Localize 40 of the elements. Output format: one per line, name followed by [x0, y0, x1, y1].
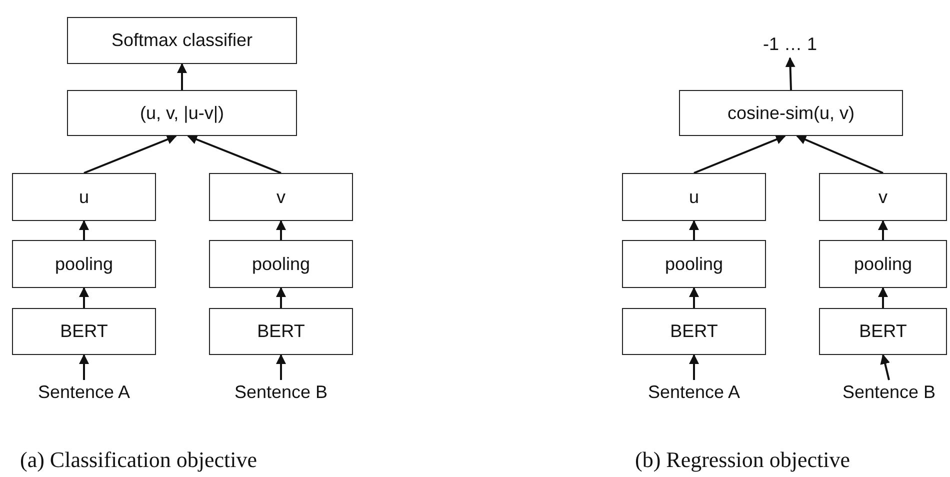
arrow: [79, 220, 89, 240]
input-text: Sentence A: [22, 378, 146, 406]
layer-box: (u, v, |u-v|): [67, 90, 297, 136]
figure-caption: (a) Classification objective: [20, 447, 258, 473]
arrow: [79, 354, 89, 380]
arrow: [276, 220, 286, 240]
arrow: [177, 63, 187, 90]
layer-box: pooling: [209, 240, 353, 288]
arrow: [276, 354, 286, 380]
layer-box: cosine-sim(u, v): [679, 90, 903, 136]
layer-box: BERT: [622, 308, 766, 355]
arrow: [84, 134, 177, 174]
layer-box: pooling: [622, 240, 766, 288]
arrow: [880, 354, 890, 380]
layer-box: BERT: [12, 308, 156, 355]
input-text: Sentence B: [219, 378, 343, 406]
layer-box: pooling: [819, 240, 947, 288]
arrow: [878, 287, 888, 308]
arrow: [79, 287, 89, 308]
layer-box: BERT: [209, 308, 353, 355]
layer-box: Softmax classifier: [67, 17, 297, 64]
input-text: Sentence A: [632, 378, 756, 406]
layer-box: BERT: [819, 308, 947, 355]
arrow: [276, 287, 286, 308]
arrow: [878, 220, 888, 240]
arrow: [796, 134, 884, 174]
arrow: [785, 57, 796, 90]
input-text: Sentence B: [819, 378, 950, 406]
layer-box: pooling: [12, 240, 156, 288]
layer-box: u: [622, 173, 766, 221]
figure-caption: (b) Regression objective: [635, 447, 850, 473]
input-text: -1 … 1: [750, 30, 830, 58]
arrow: [187, 134, 282, 174]
arrow: [689, 354, 699, 380]
layer-box: u: [12, 173, 156, 221]
layer-box: v: [209, 173, 353, 221]
layer-box: v: [819, 173, 947, 221]
arrow: [689, 220, 699, 240]
arrow: [689, 287, 699, 308]
arrow: [694, 134, 786, 174]
